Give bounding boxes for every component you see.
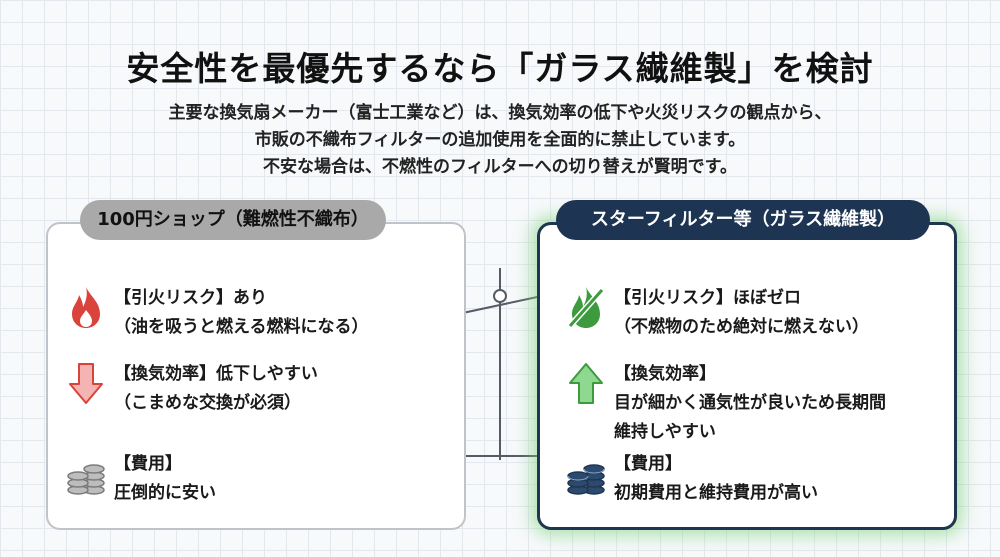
right-item-fire-risk-detail: （不燃物のため絶対に燃えない）	[614, 317, 869, 337]
left-card-header: 100円ショップ（難燃性不織布）	[80, 200, 386, 240]
subtitle-line-3: 不安な場合は、不燃性のフィルターへの切り替えが賢明です。	[263, 157, 737, 177]
subtitle-line-1: 主要な換気扇メーカー（富士工業など）は、換気効率の低下や火災リスクの観点から、	[168, 103, 832, 123]
subtitle-line-2: 市販の不織布フィルターの追加使用を全面的に禁止しています。	[254, 130, 746, 150]
flame-icon	[72, 287, 100, 328]
no-flame-icon	[567, 287, 605, 328]
right-card	[537, 222, 957, 530]
right-item-cost-detail: 初期費用と維持費用が高い	[614, 483, 818, 503]
right-item-cost-title: 【費用】	[614, 454, 682, 474]
right-item-ventilation-title: 【換気効率】	[614, 364, 716, 384]
subtitle: 主要な換気扇メーカー（富士工業など）は、換気効率の低下や火災リスクの観点から、 …	[0, 100, 1000, 181]
arrow-up-icon	[569, 363, 603, 404]
left-item-ventilation-detail: （こまめな交換が必須）	[114, 393, 301, 413]
coins-icon	[67, 464, 105, 495]
right-item-ventilation-detail-2: 維持しやすい	[614, 422, 716, 442]
left-item-fire-risk-detail: （油を吸うと燃える燃料になる）	[114, 317, 369, 337]
right-item-fire-risk-title: 【引火リスク】ほぼゼロ	[614, 288, 801, 308]
coins-icon	[567, 464, 605, 495]
left-item-cost-detail: 圧倒的に安い	[114, 483, 216, 503]
left-item-cost-title: 【費用】	[114, 454, 182, 474]
arrow-down-icon	[69, 363, 103, 404]
right-card-header: スターフィルター等（ガラス繊維製）	[556, 200, 930, 240]
right-item-ventilation-detail-1: 目が細かく通気性が良いため長期間	[614, 393, 886, 413]
left-card	[46, 222, 466, 530]
page-title: 安全性を最優先するなら「ガラス繊維製」を検討	[126, 49, 874, 88]
left-item-fire-risk-title: 【引火リスク】あり	[114, 288, 267, 308]
left-item-ventilation-title: 【換気効率】低下しやすい	[114, 364, 318, 384]
